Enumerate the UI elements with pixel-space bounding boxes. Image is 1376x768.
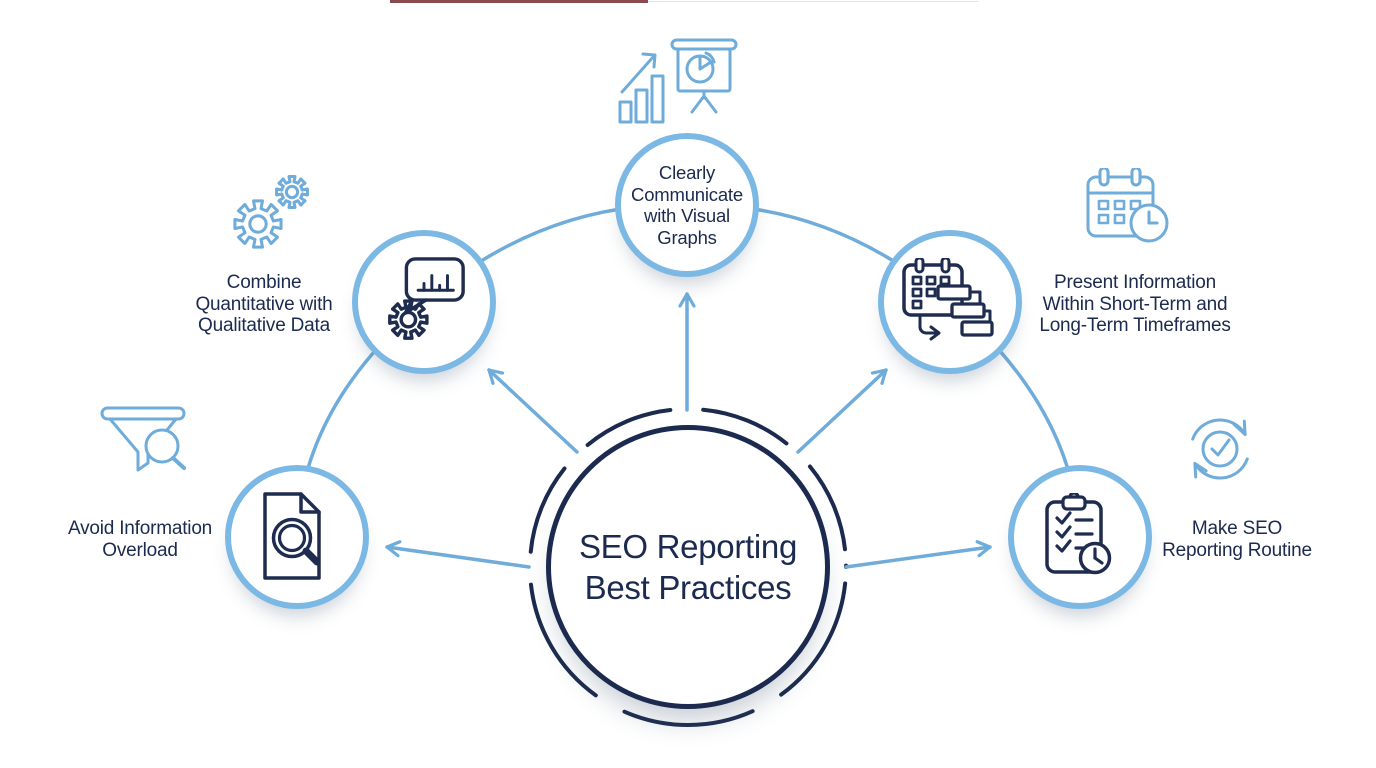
label-line: Present Information (1053, 272, 1216, 293)
top-edge-artifact-line (390, 0, 648, 3)
gears-icon (233, 175, 309, 249)
label-avoid-information-overload: Avoid Information Overload (38, 518, 242, 561)
label-combine-quantitative-qualitative: Combine Quantitative with Qualitative Da… (148, 272, 380, 337)
node-top-line: Graphs (657, 226, 717, 248)
label-present-information-timeframes: Present Information Within Short-Term an… (1018, 272, 1252, 337)
node-top-line: Clearly (658, 162, 716, 183)
label-line: Long-Term Timeframes (1039, 315, 1231, 336)
checklist-clock-icon (1045, 493, 1112, 575)
node-timeframes (878, 230, 1022, 374)
node-top-line: Communicate (631, 183, 743, 205)
label-line: Reporting Routine (1162, 539, 1312, 561)
center-title: SEO Reporting Best Practices (579, 526, 797, 608)
node-top-line: with Visual (644, 205, 730, 226)
label-make-seo-reporting-routine: Make SEO Reporting Routine (1135, 518, 1339, 561)
label-line: Combine (226, 272, 302, 293)
calendar-clock-icon (1086, 168, 1169, 243)
node-clearly-communicate: Clearly Communicate with Visual Graphs (615, 133, 759, 277)
node-reporting-routine (1008, 465, 1152, 609)
refresh-check-icon (1191, 418, 1249, 480)
label-line: Quantitative with (195, 293, 333, 315)
node-avoid-overload (225, 465, 369, 609)
center-title-line: SEO Reporting (578, 528, 798, 565)
center-title-line: Best Practices (584, 569, 792, 606)
arrow-center-to-lowerleft (385, 540, 531, 569)
node-combine-data (352, 230, 496, 374)
label-line: Within Short-Term and (1042, 293, 1228, 315)
label-line: Avoid Information (67, 518, 213, 539)
label-line: Qualitative Data (198, 315, 330, 336)
funnel-magnifier-icon (100, 406, 186, 472)
gear-analytics-bubble-icon (388, 257, 465, 340)
document-magnifier-icon (263, 492, 321, 580)
arrow-center-to-upperleft (487, 368, 579, 454)
label-line: Make SEO (1191, 518, 1283, 539)
growth-chart-presentation-icon (618, 38, 738, 124)
node-top-text: Clearly Communicate with Visual Graphs (631, 162, 743, 248)
label-line: Overload (102, 539, 178, 561)
calendar-timeline-icon (902, 258, 994, 341)
center-circle: SEO Reporting Best Practices (546, 425, 830, 709)
arrow-center-to-upperright (796, 368, 888, 454)
arrow-center-to-lowerright (844, 540, 992, 569)
top-edge-faint-line (648, 1, 978, 2)
